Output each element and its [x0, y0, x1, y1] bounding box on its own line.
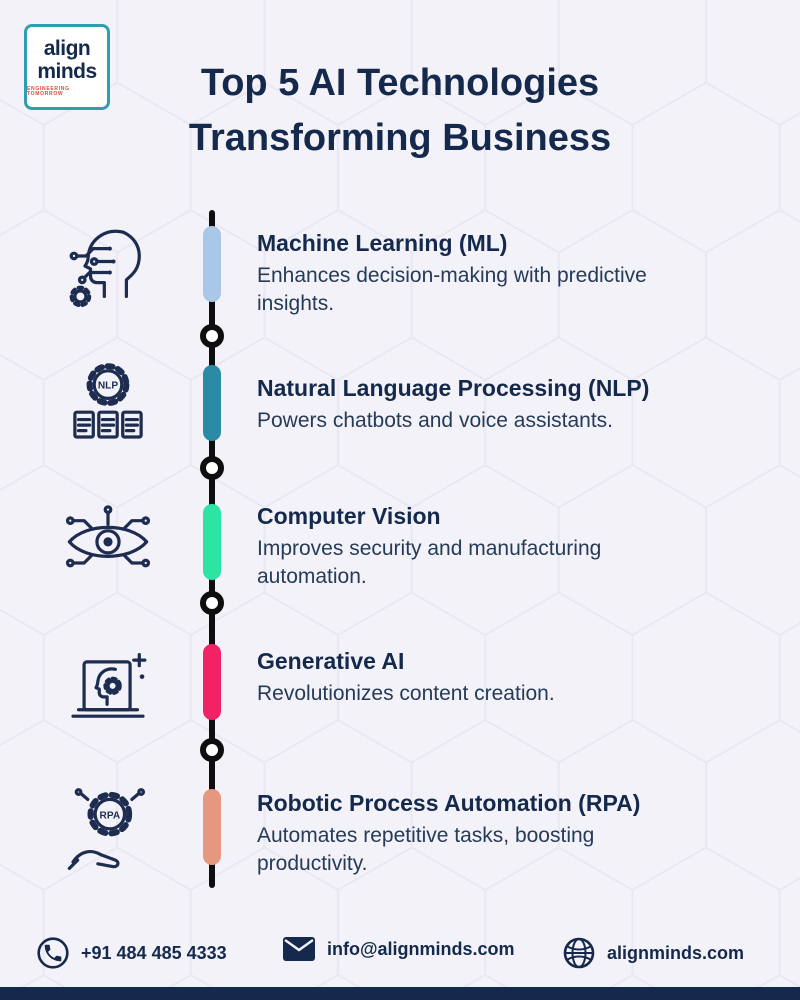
nlp-icon-label: NLP [98, 381, 118, 392]
globe-icon [563, 937, 595, 969]
footer-email[interactable]: info@alignminds.com [327, 938, 515, 959]
timeline-capsule-2 [203, 365, 221, 441]
footer-email-group: info@alignminds.com [282, 936, 515, 962]
page-title-line1: Top 5 AI Technologies [200, 62, 600, 104]
logo-tagline: ENGINEERING TOMORROW [27, 85, 70, 97]
page-title: Top 5 AI Technologies Transforming Busin… [0, 56, 800, 166]
timeline-capsule-4 [203, 644, 221, 720]
item-heading: Machine Learning (ML) [257, 230, 508, 256]
ml-head-circuit-icon [69, 229, 141, 308]
timeline-node-3 [200, 591, 224, 615]
item-heading: Computer Vision [257, 503, 441, 529]
timeline-node-2 [200, 456, 224, 480]
item-description: Automates repetitive tasks, boosting pro… [257, 824, 595, 875]
timeline-item-text-3: Computer Vision Improves security and ma… [257, 503, 697, 590]
computer-vision-eye-icon [65, 505, 151, 568]
logo-text-minds: minds [37, 59, 97, 83]
logo-text-align: align [43, 36, 91, 60]
item-heading: Generative AI [257, 648, 405, 674]
footer-website[interactable]: alignminds.com [607, 942, 745, 963]
timeline-item-text-5: Robotic Process Automation (RPA) Automat… [257, 790, 677, 877]
footer-bottom-bar [0, 987, 800, 1000]
rpa-hand-gear-icon: RPA [67, 788, 146, 871]
email-icon [283, 937, 315, 961]
item-description: Revolutionizes content creation. [257, 682, 555, 705]
timeline-capsule-1 [203, 226, 221, 302]
timeline-node-4 [200, 738, 224, 762]
item-heading: Natural Language Processing (NLP) [257, 375, 650, 401]
footer-website-group: alignminds.com [562, 936, 744, 970]
timeline-item-text-4: Generative AI Revolutionizes content cre… [257, 648, 697, 708]
item-description: Enhances decision-making with predictive… [257, 264, 647, 315]
item-description: Powers chatbots and voice assistants. [257, 409, 614, 432]
timeline-node-1 [200, 324, 224, 348]
footer-phone-number: +91 484 485 4333 [81, 942, 227, 963]
item-heading: Robotic Process Automation (RPA) [257, 790, 641, 816]
generative-ai-head-laptop-icon [71, 652, 147, 718]
page-title-line2: Transforming Business [188, 117, 612, 160]
item-description: Improves security and manufacturing auto… [257, 537, 602, 588]
alignminds-logo: align minds ENGINEERING TOMORROW [24, 24, 110, 110]
nlp-gear-documents-icon: NLP [73, 363, 143, 439]
timeline-item-text-2: Natural Language Processing (NLP) Powers… [257, 375, 727, 435]
timeline-capsule-5 [203, 789, 221, 865]
timeline-item-text-1: Machine Learning (ML) Enhances decision-… [257, 230, 647, 317]
footer-phone-group: +91 484 485 4333 [36, 936, 227, 970]
phone-icon [37, 937, 69, 969]
rpa-icon-label: RPA [100, 810, 121, 821]
timeline-capsule-3 [203, 504, 221, 580]
